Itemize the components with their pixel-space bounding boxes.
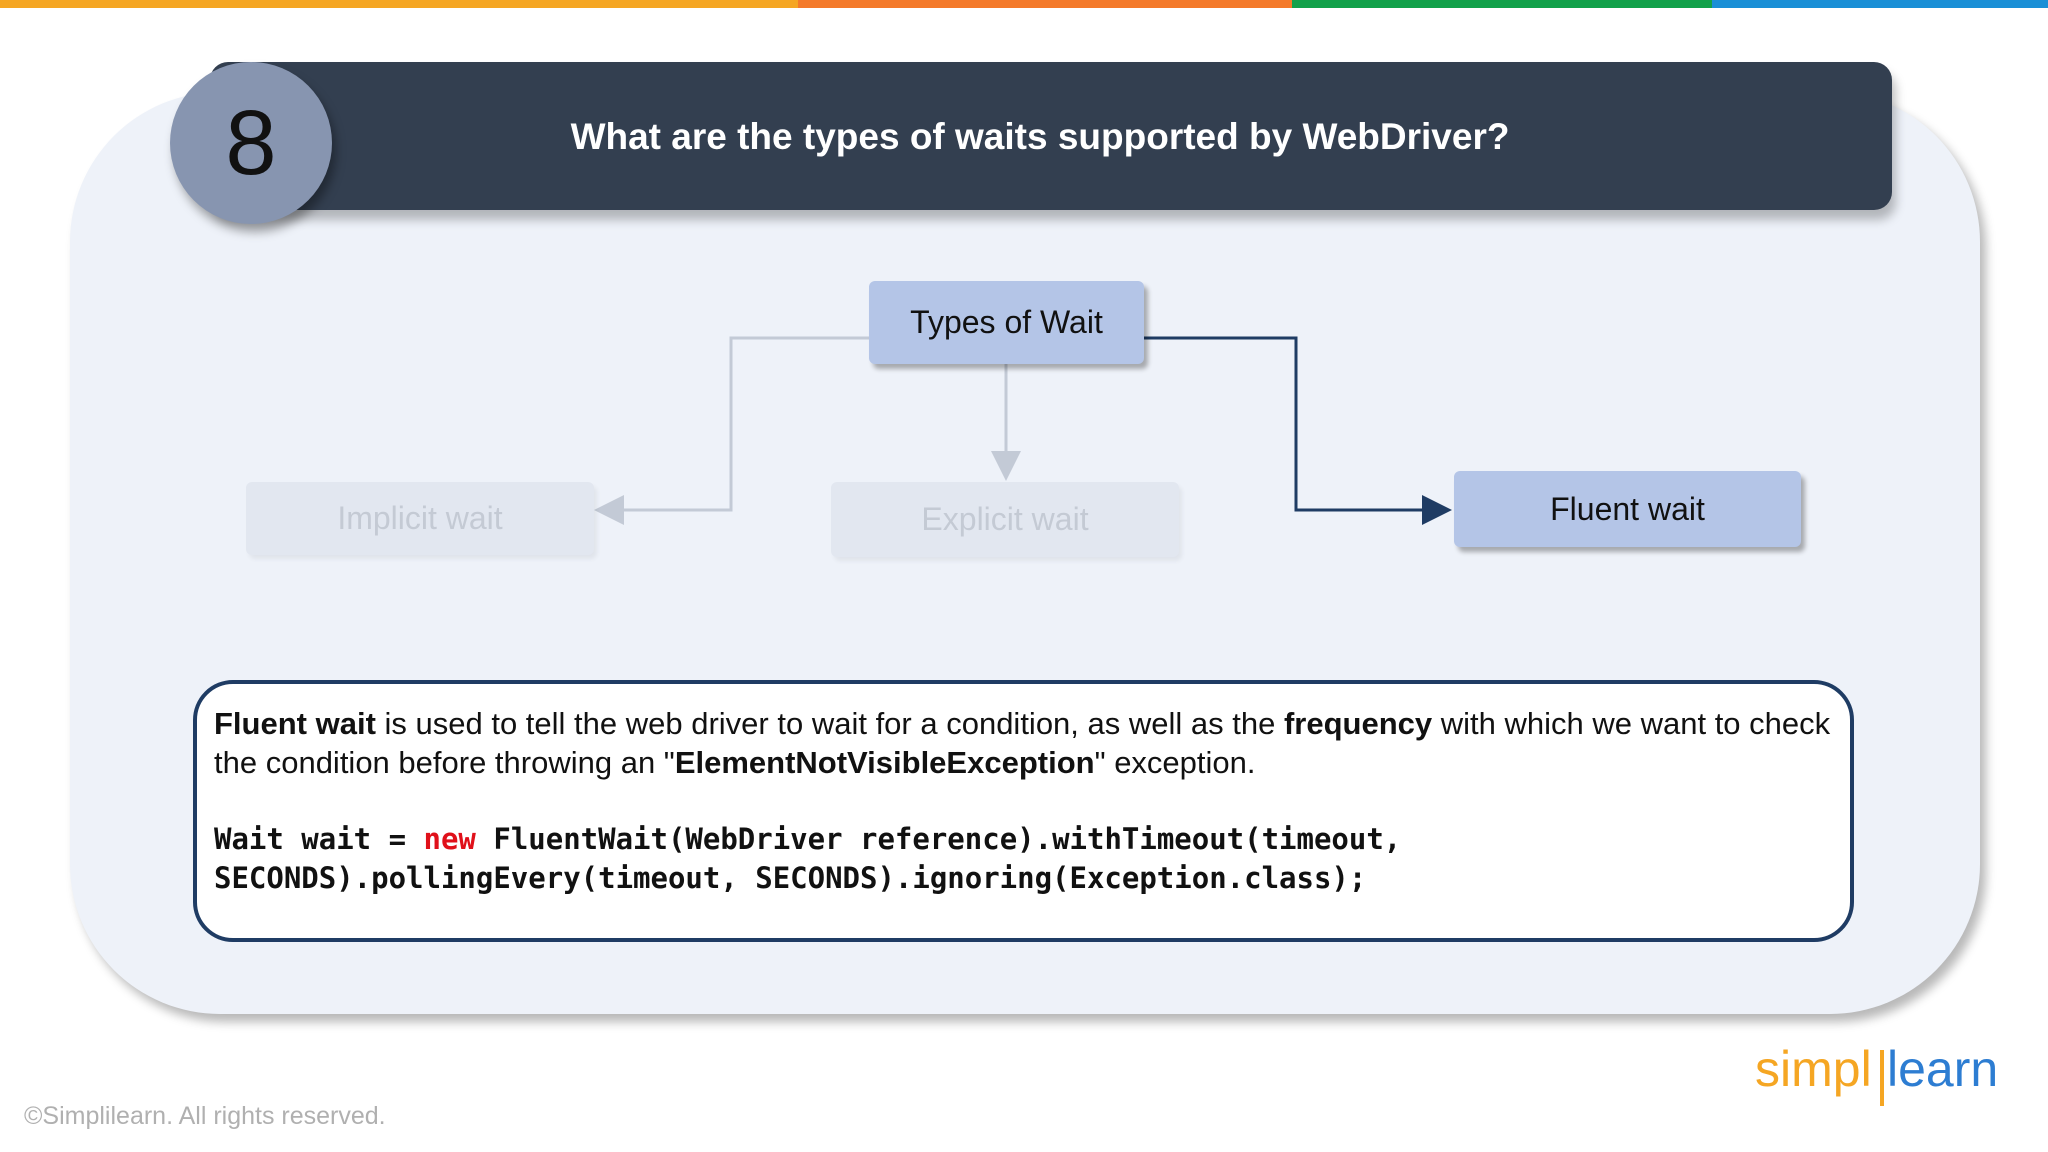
fluent-wait-box: Fluent wait [1454,471,1801,547]
top-bar-segment-orange [0,0,798,8]
term-frequency: frequency [1283,706,1433,741]
code-snippet: Wait wait = new FluentWait(WebDriver ref… [214,820,1834,898]
code-keyword-new: new [423,822,476,856]
fluent-wait-label: Fluent wait [1550,490,1705,527]
description-panel [193,680,1854,942]
implicit-wait-box: Implicit wait [246,482,594,555]
title-banner [210,62,1892,210]
description-part3: " exception. [1094,745,1256,780]
explicit-wait-label: Explicit wait [921,501,1089,537]
top-bar-segment-green [1292,0,1712,8]
slide-title: What are the types of waits supported by… [570,116,1510,157]
simplilearn-logo: simpl learn [1755,1041,1995,1106]
copyright-text: ©Simplilearn. All rights reserved. [24,1102,386,1130]
term-fluent-wait: Fluent wait [214,706,376,741]
top-bar-segment-red-orange [798,0,1292,8]
explicit-wait-box: Explicit wait [831,482,1179,557]
types-of-wait-box: Types of Wait [869,281,1144,364]
description-part2: with which we want to check the conditio… [214,706,1831,780]
top-bar-segment-blue [1712,0,2048,8]
implicit-wait-label: Implicit wait [337,500,503,536]
code-line2: SECONDS).pollingEvery(timeout, SECONDS).… [214,861,1367,895]
code-line1-prefix: Wait wait = [214,822,424,856]
svg-text:learn: learn [1887,1041,1995,1097]
slide-number-badge: 8 [170,62,332,224]
connector-fluent [1144,336,1452,525]
description-part1: is used to tell the web driver to wait f… [375,706,1284,741]
svg-text:simpl: simpl [1755,1041,1872,1097]
term-exception: ElementNotVisibleException [674,745,1095,780]
top-color-bar [0,0,2048,8]
types-of-wait-label: Types of Wait [910,304,1103,340]
connector-implicit [594,336,869,525]
description-text: Fluent wait is used to tell the web driv… [214,704,1834,782]
code-line1-suffix: FluentWait(WebDriver reference).withTime… [475,822,1402,856]
